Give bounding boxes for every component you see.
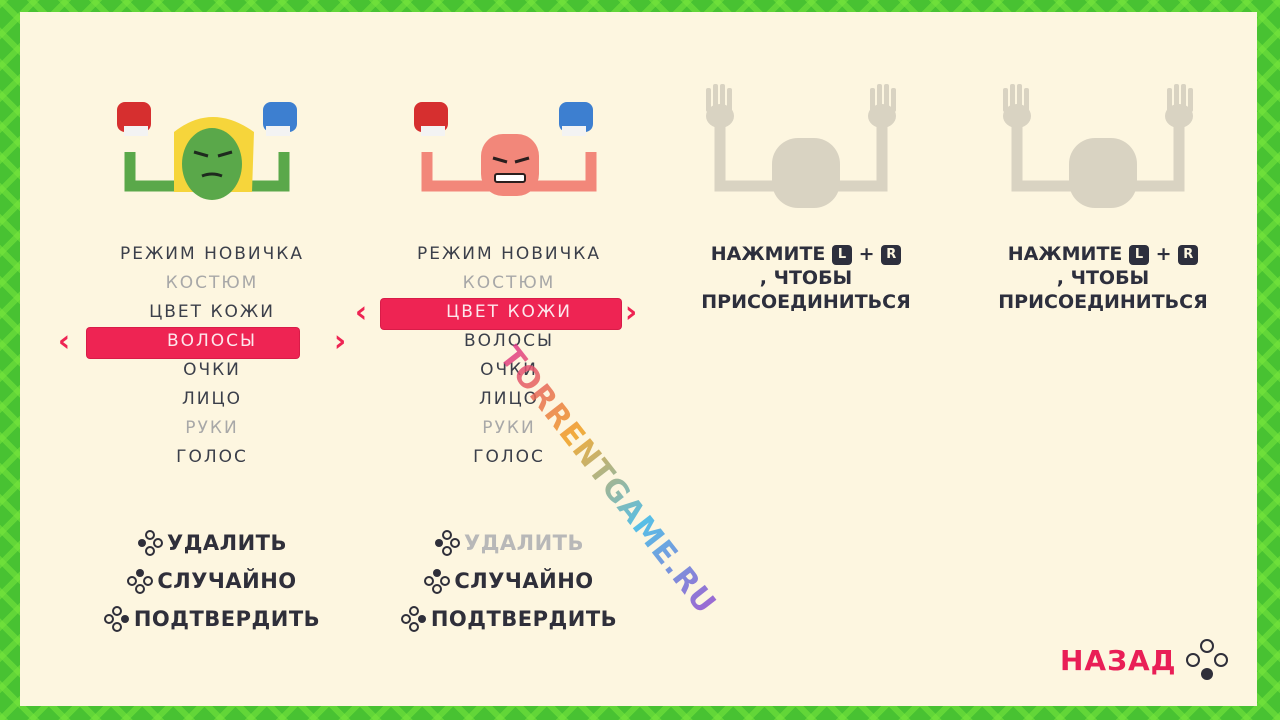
press-to-join-prompt: НАЖМИТЕ L + R , ЧТОБЫ ПРИСОЕДИНИТЬСЯ xyxy=(701,243,911,313)
l-button-icon: L xyxy=(832,244,853,265)
player-1-actions: УДАЛИТЬ СЛУЧАЙНО ПОДТВЕРДИТЬ xyxy=(62,524,362,638)
chevron-right-icon[interactable]: › xyxy=(624,295,640,330)
chevron-left-icon[interactable]: ‹ xyxy=(57,324,73,359)
button-east-icon xyxy=(103,606,130,632)
menu-item-voice[interactable]: ГОЛОС xyxy=(176,447,248,467)
button-west-icon xyxy=(434,530,460,556)
button-north-icon xyxy=(424,568,451,594)
menu-item-skin-color[interactable]: ‹ ЦВЕТ КОЖИ › xyxy=(355,295,659,330)
menu-item-skin-color[interactable]: ЦВЕТ КОЖИ xyxy=(149,302,275,322)
back-button[interactable]: НАЗАД xyxy=(1060,638,1229,682)
player-4-slot: НАЖМИТЕ L + R , ЧТОБЫ ПРИСОЕДИНИТЬСЯ xyxy=(953,12,1253,706)
menu-item-hands[interactable]: РУКИ xyxy=(185,418,239,438)
hand-icon xyxy=(706,84,896,128)
player-2-customize-menu: РЕЖИМ НОВИЧКА КОСТЮМ ‹ ЦВЕТ КОЖИ › ВОЛОС… xyxy=(355,240,659,472)
red-glove-icon xyxy=(414,102,448,136)
button-south-icon xyxy=(1185,638,1229,682)
menu-item-hair[interactable]: ВОЛОСЫ xyxy=(463,331,555,351)
menu-item-novice-mode[interactable]: РЕЖИМ НОВИЧКА xyxy=(120,244,304,264)
menu-item-face[interactable]: ЛИЦО xyxy=(478,389,540,409)
r-button-icon: R xyxy=(1178,244,1199,265)
player-2-avatar xyxy=(359,82,659,212)
chevron-right-icon[interactable]: › xyxy=(333,324,349,359)
menu-item-face[interactable]: ЛИЦО xyxy=(181,389,243,409)
random-button[interactable]: СЛУЧАЙНО xyxy=(62,562,362,600)
selection-highlight xyxy=(381,299,621,329)
empty-player-silhouette xyxy=(953,82,1253,212)
player-2-slot: РЕЖИМ НОВИЧКА КОСТЮМ ‹ ЦВЕТ КОЖИ › ВОЛОС… xyxy=(355,12,659,706)
player-1-customize-menu: РЕЖИМ НОВИЧКА КОСТЮМ ЦВЕТ КОЖИ ‹ ВОЛОСЫ … xyxy=(58,240,362,472)
hand-icon xyxy=(1003,84,1193,128)
random-button[interactable]: СЛУЧАЙНО xyxy=(359,562,659,600)
menu-item-voice[interactable]: ГОЛОС xyxy=(473,447,545,467)
player-1-slot: РЕЖИМ НОВИЧКА КОСТЮМ ЦВЕТ КОЖИ ‹ ВОЛОСЫ … xyxy=(58,12,362,706)
selection-highlight xyxy=(87,328,299,358)
delete-button[interactable]: УДАЛИТЬ xyxy=(62,524,362,562)
confirm-button[interactable]: ПОДТВЕРДИТЬ xyxy=(62,600,362,638)
player-1-avatar xyxy=(62,82,362,212)
empty-player-silhouette xyxy=(656,82,956,212)
blue-glove-icon xyxy=(263,102,297,136)
player-3-slot: НАЖМИТЕ L + R , ЧТОБЫ ПРИСОЕДИНИТЬСЯ xyxy=(656,12,956,706)
r-button-icon: R xyxy=(881,244,902,265)
button-east-icon xyxy=(400,606,427,632)
blue-glove-icon xyxy=(559,102,593,136)
chevron-left-icon[interactable]: ‹ xyxy=(354,295,370,330)
menu-item-costume[interactable]: КОСТЮМ xyxy=(462,273,556,293)
l-button-icon: L xyxy=(1129,244,1150,265)
menu-item-hands[interactable]: РУКИ xyxy=(482,418,536,438)
delete-button[interactable]: УДАЛИТЬ xyxy=(359,524,659,562)
menu-item-hair[interactable]: ‹ ВОЛОСЫ › xyxy=(58,324,362,359)
confirm-button[interactable]: ПОДТВЕРДИТЬ xyxy=(359,600,659,638)
menu-item-glasses[interactable]: ОЧКИ xyxy=(183,360,241,380)
button-west-icon xyxy=(137,530,163,556)
menu-item-glasses[interactable]: ОЧКИ xyxy=(359,356,659,385)
character-select-panel: РЕЖИМ НОВИЧКА КОСТЮМ ЦВЕТ КОЖИ ‹ ВОЛОСЫ … xyxy=(20,12,1257,706)
button-north-icon xyxy=(127,568,154,594)
red-glove-icon xyxy=(117,102,151,136)
press-to-join-prompt: НАЖМИТЕ L + R , ЧТОБЫ ПРИСОЕДИНИТЬСЯ xyxy=(998,243,1208,313)
menu-item-novice-mode[interactable]: РЕЖИМ НОВИЧКА xyxy=(417,244,601,264)
player-2-actions: УДАЛИТЬ СЛУЧАЙНО ПОДТВЕРДИТЬ xyxy=(359,524,659,638)
menu-item-costume[interactable]: КОСТЮМ xyxy=(165,273,259,293)
